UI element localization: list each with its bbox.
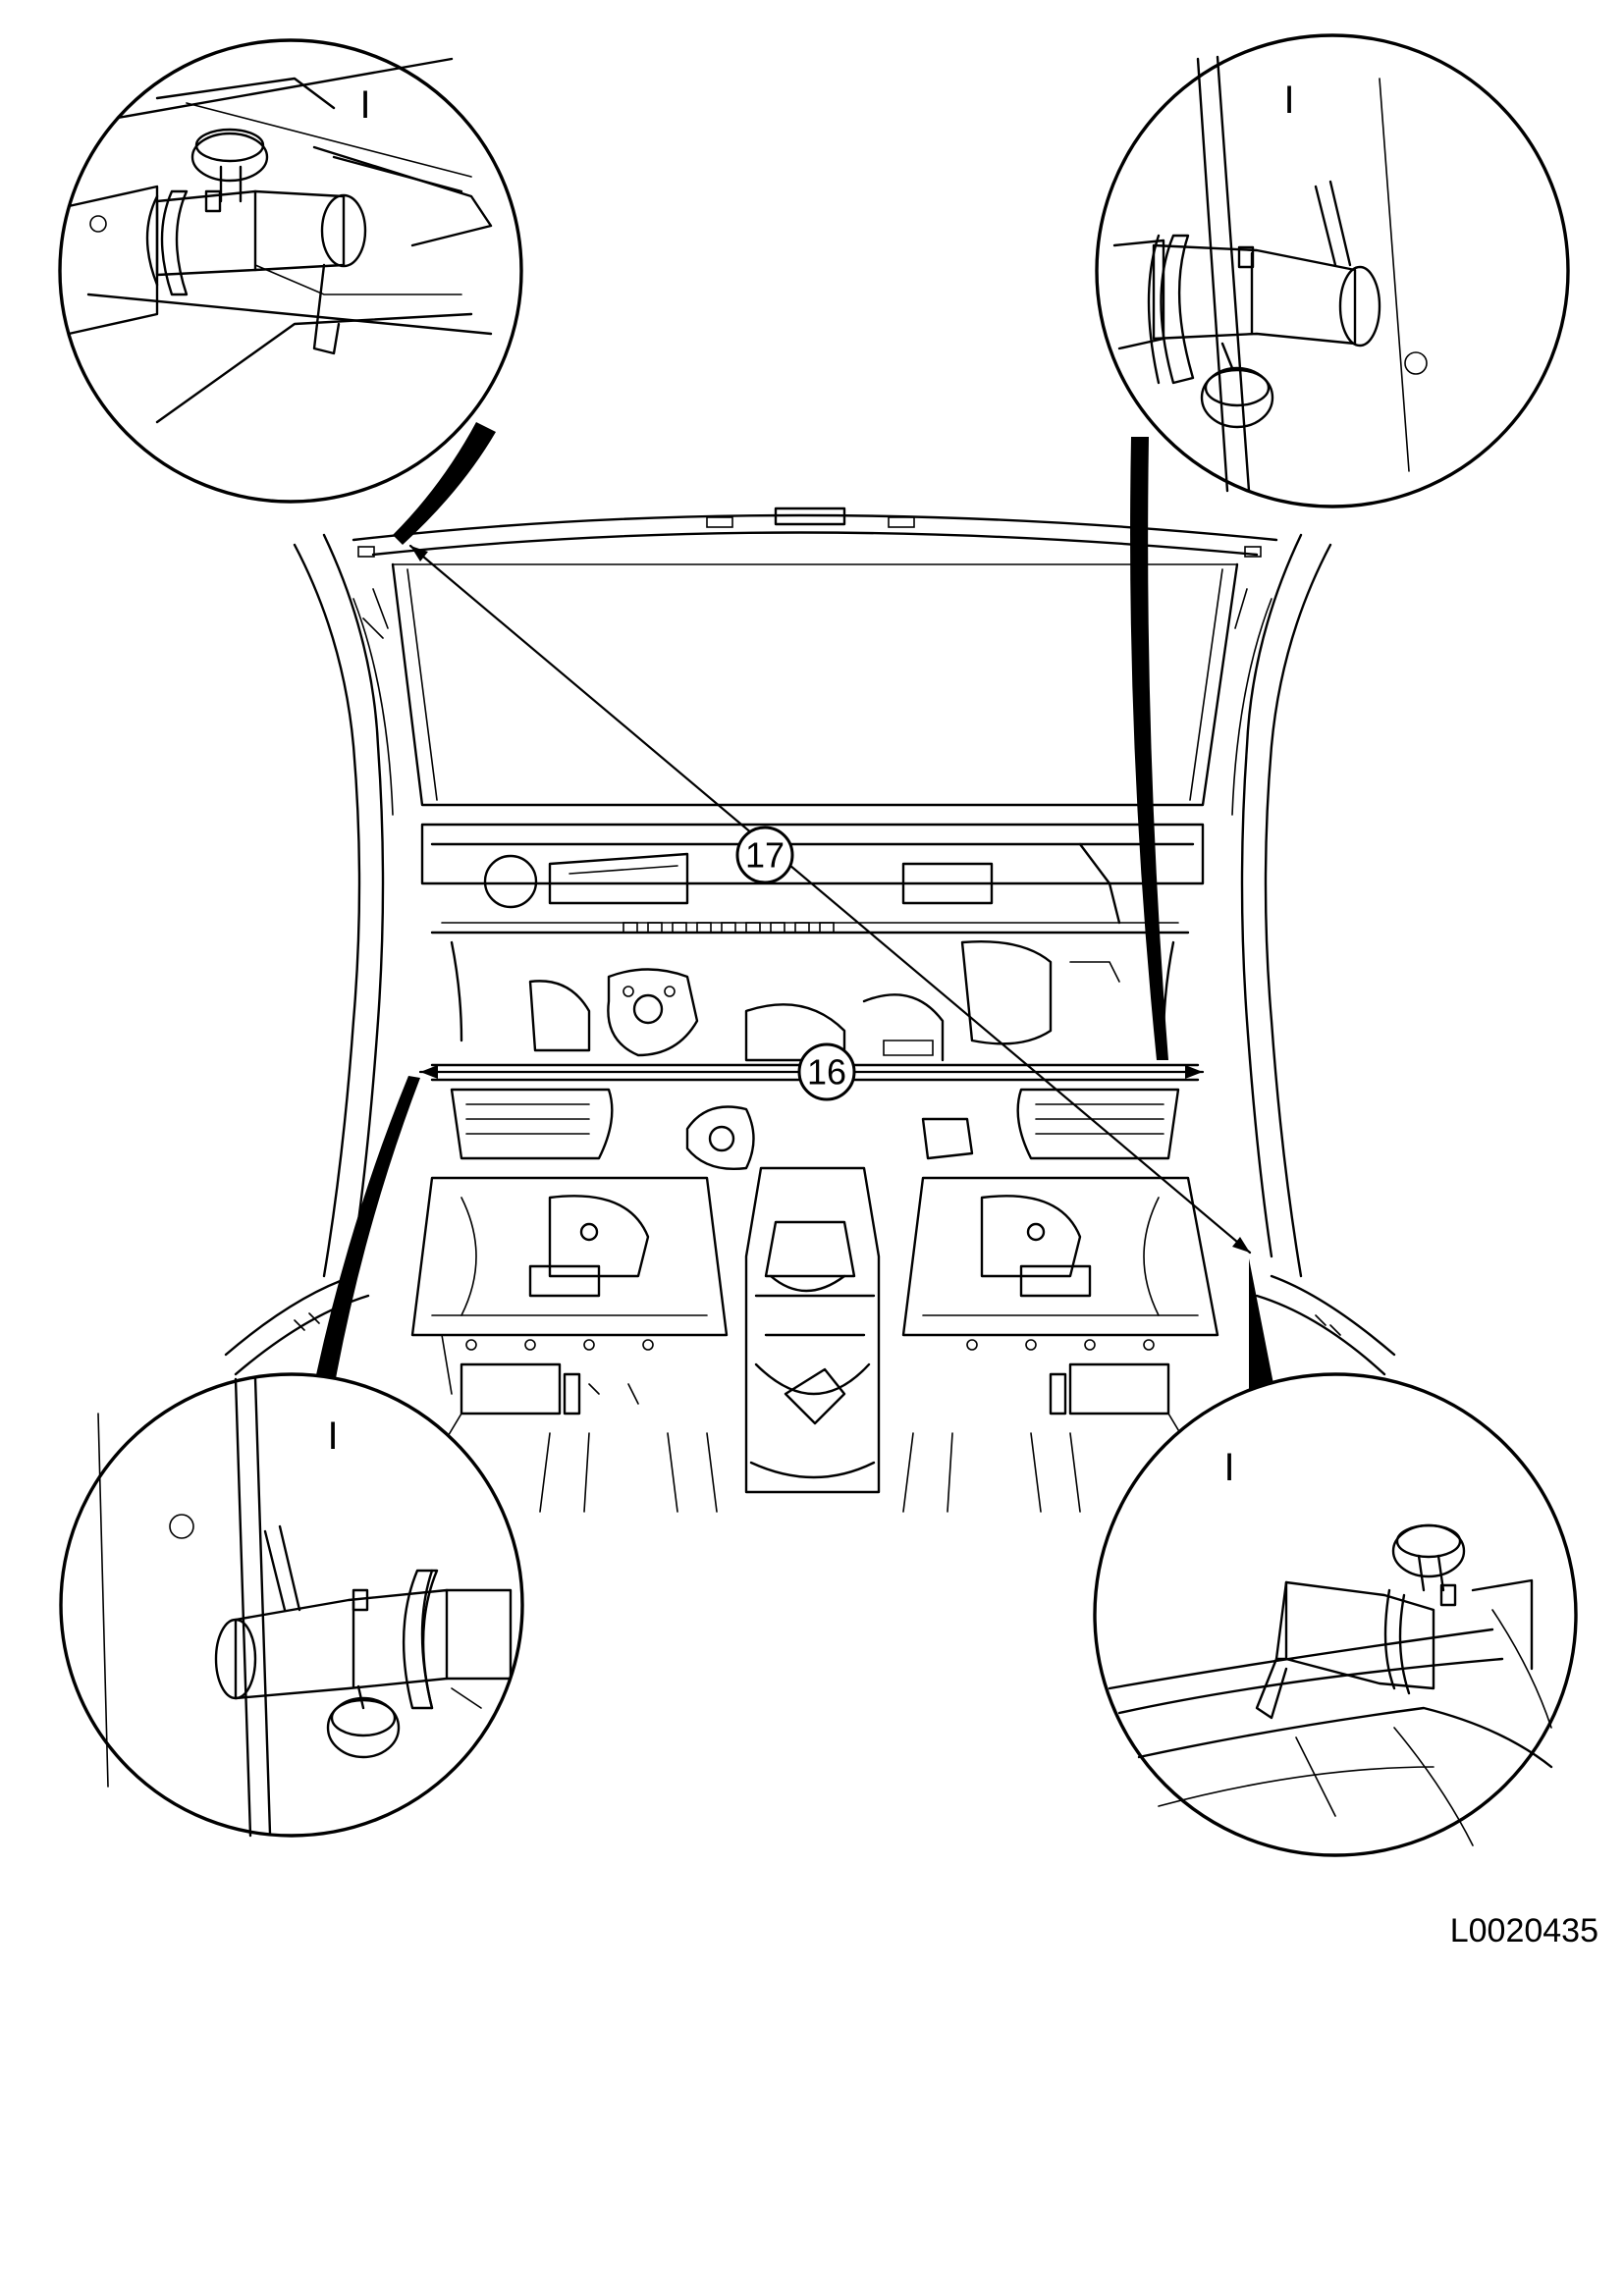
detail-view-bottom-right: I bbox=[1093, 1372, 1578, 1857]
detail-leaders bbox=[314, 422, 1274, 1389]
callout-17-label: 17 bbox=[745, 835, 785, 876]
dash-vents bbox=[623, 922, 835, 934]
detail-view-bottom-left: I bbox=[59, 1372, 524, 1838]
callout-16-label: 16 bbox=[807, 1052, 846, 1093]
figure-id: L0020435 bbox=[1450, 1912, 1598, 1949]
detail-view-top-left: I bbox=[58, 38, 523, 504]
detail-view-bottom-right-label: I bbox=[1223, 1446, 1234, 1489]
detail-view-top-left-label: I bbox=[359, 83, 370, 127]
detail-view-top-right: I bbox=[1095, 33, 1570, 508]
detail-view-top-right-label: I bbox=[1283, 79, 1294, 122]
vehicle-body-interior bbox=[224, 507, 1396, 1513]
callout-17: 17 bbox=[735, 826, 794, 884]
measurement-lines bbox=[408, 544, 1252, 1255]
detail-view-bottom-left-label: I bbox=[327, 1415, 338, 1458]
callout-16: 16 bbox=[797, 1042, 856, 1101]
